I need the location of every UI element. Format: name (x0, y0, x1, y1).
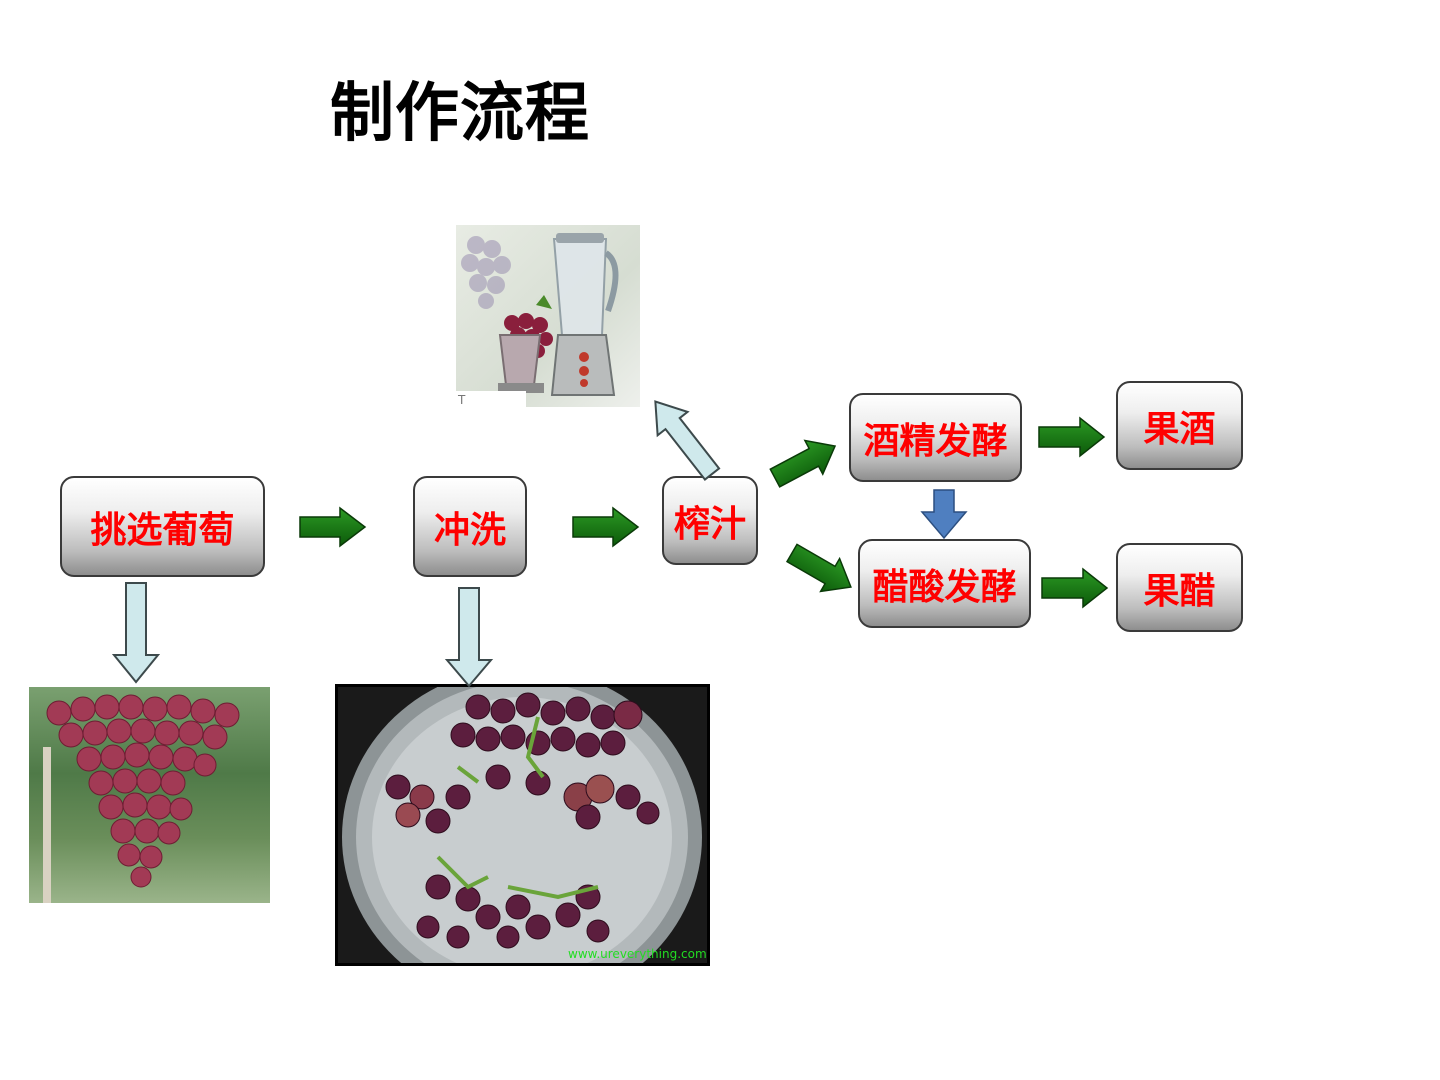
arrow-select-to-photo (111, 582, 161, 684)
arrow-alcohol-to-wine (1038, 416, 1106, 458)
blender-photo: T (456, 225, 640, 407)
grape-cluster-photo (29, 687, 270, 903)
step-acetic-fermentation-label: 醋酸发酵 (872, 566, 1017, 608)
step-fruit-wine-label: 果酒 (1143, 408, 1216, 450)
step-fruit-vinegar: 果醋 (1116, 543, 1243, 632)
arrow-alcohol-to-acetic (920, 489, 968, 540)
step-alcohol-fermentation: 酒精发酵 (849, 393, 1022, 482)
page-title: 制作流程 (330, 77, 590, 151)
arrow-juice-to-acetic (785, 543, 852, 593)
step-select-grapes: 挑选葡萄 (60, 476, 265, 577)
step-juice: 榨汁 (662, 476, 758, 565)
washed-grapes-watermark: www.ureverything.com (568, 947, 707, 961)
arrow-wash-to-juice (572, 506, 640, 548)
step-wash: 冲洗 (413, 476, 527, 577)
arrow-wash-to-photo (444, 587, 494, 688)
step-acetic-fermentation: 醋酸发酵 (858, 539, 1031, 628)
arrow-juice-to-blender-photo (654, 400, 721, 481)
washed-grapes-illustration (338, 687, 707, 963)
step-juice-label: 榨汁 (673, 503, 746, 545)
blender-photo-mark: T (458, 393, 466, 407)
washed-grapes-photo: www.ureverything.com (335, 684, 710, 966)
arrow-juice-to-alcohol (769, 439, 837, 488)
grape-cluster-illustration (43, 694, 240, 903)
step-select-grapes-label: 挑选葡萄 (90, 509, 235, 551)
step-alcohol-fermentation-label: 酒精发酵 (863, 420, 1008, 462)
arrow-select-to-wash (299, 506, 367, 548)
blender-illustration (456, 233, 619, 407)
step-fruit-wine: 果酒 (1116, 381, 1243, 470)
step-fruit-vinegar-label: 果醋 (1143, 570, 1216, 612)
arrow-acetic-to-vinegar (1041, 567, 1109, 609)
step-wash-label: 冲洗 (433, 509, 506, 551)
